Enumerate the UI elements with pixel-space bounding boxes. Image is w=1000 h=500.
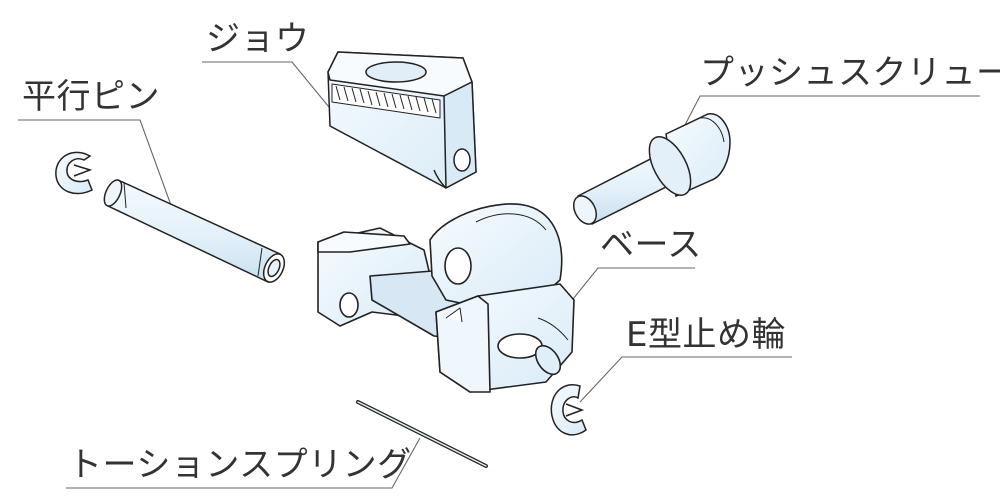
leader-jaw	[202, 61, 339, 119]
label-jaw: ジョウ	[206, 19, 310, 59]
leader-lines	[18, 61, 980, 489]
jaw-top-slot	[365, 61, 427, 83]
label-e-ring: E型止め輪	[626, 315, 786, 355]
base-side-slot	[534, 344, 562, 376]
label-push-screw: プッシュスクリュー	[700, 53, 1000, 93]
jaw-pin-hole	[453, 148, 471, 172]
jaw-part	[327, 51, 477, 189]
parallel-pin-part	[103, 178, 286, 284]
leader-e-ring	[579, 356, 792, 403]
base-left-hole	[339, 292, 359, 318]
base-part	[317, 203, 575, 393]
base-top-hole	[444, 247, 472, 285]
e-ring-left	[55, 151, 93, 195]
torsion-spring-part	[356, 400, 488, 468]
leader-torsion-spring	[66, 437, 421, 489]
jaw-teeth	[331, 83, 441, 119]
push-screw-part	[572, 113, 731, 226]
label-torsion-spring: トーションスプリング	[68, 445, 412, 485]
leader-parallel-pin	[18, 119, 173, 209]
label-parallel-pin: 平行ピン	[22, 77, 160, 117]
e-ring-right	[550, 383, 587, 436]
label-base: ベース	[600, 225, 702, 265]
